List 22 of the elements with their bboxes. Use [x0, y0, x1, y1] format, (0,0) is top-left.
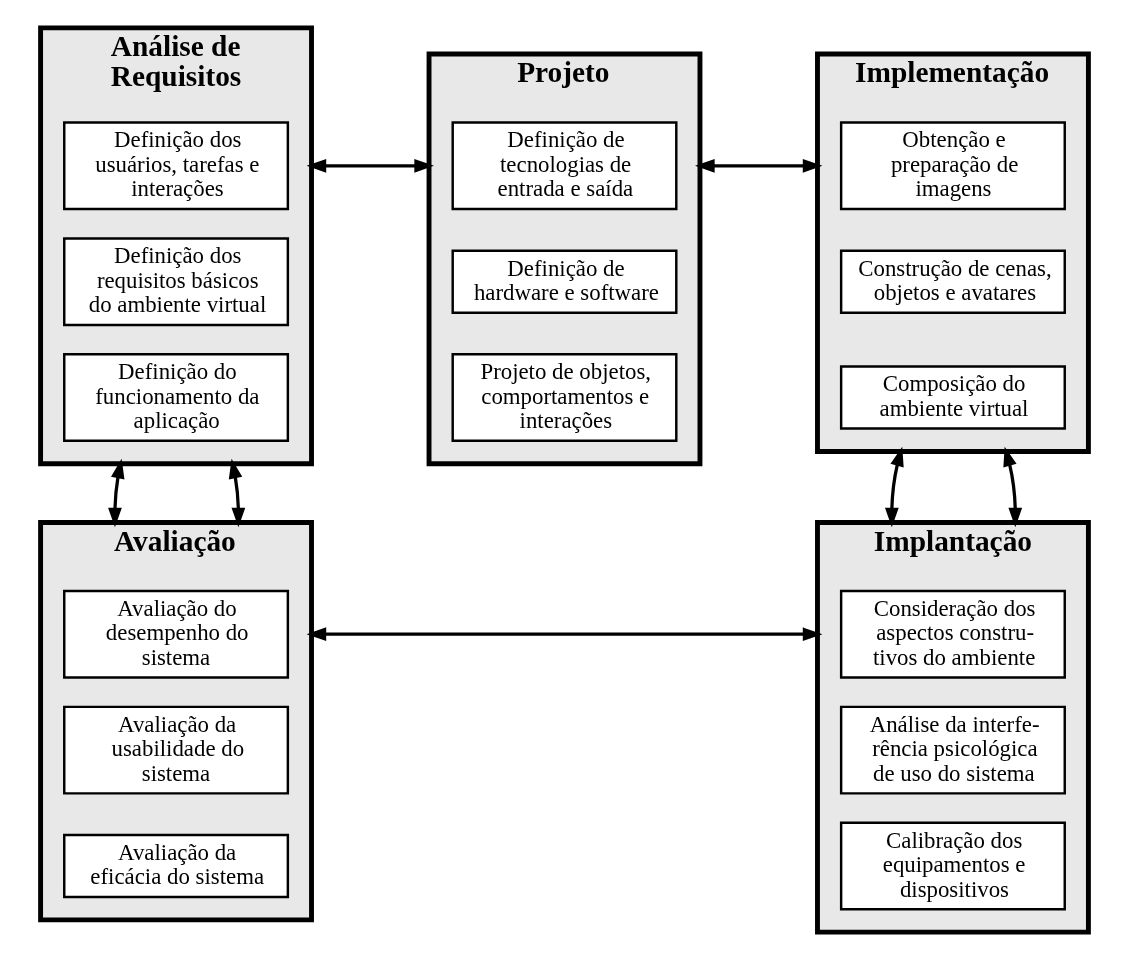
node-box: Análise da interfe-rência psicológica de uso do sistema — [839, 705, 1066, 795]
node-box: Definição dos requisitos básicos do ambiente virtual — [63, 237, 290, 327]
arrow — [1003, 446, 1023, 528]
arrow — [228, 458, 246, 528]
node-box: Avaliação da eficácia do sistema — [63, 833, 290, 899]
node-box: Definição do funcionamento da aplicação — [63, 353, 290, 443]
node-box: Projeto de objetos, comportamentos e interações — [451, 353, 678, 443]
node-box: Obtenção e preparação de imagens — [839, 121, 1066, 211]
node-box: Definição de hardware e software — [451, 249, 678, 314]
node-box: Avaliação do desempenho do sistema — [63, 589, 290, 679]
node-box: Construção de cenas, objetos e avatares — [839, 249, 1066, 314]
node-box: Calibração dos equipamentos e dispositivos — [839, 821, 1066, 911]
node-box: Consideração dos aspectos constru-tivos do ambiente — [839, 589, 1066, 679]
node-box: Definição de tecnologias de entrada e saída — [451, 121, 678, 211]
node-box: Avaliação da usabilidade do sistema — [63, 705, 290, 795]
arrow — [695, 158, 823, 173]
arrow — [108, 458, 125, 528]
arrow — [306, 627, 823, 642]
node-box: Composição do ambiente virtual — [839, 365, 1066, 430]
arrow — [884, 446, 904, 528]
arrow — [306, 158, 434, 173]
node-box: Definição dos usuários, tarefas e interações — [63, 121, 290, 211]
